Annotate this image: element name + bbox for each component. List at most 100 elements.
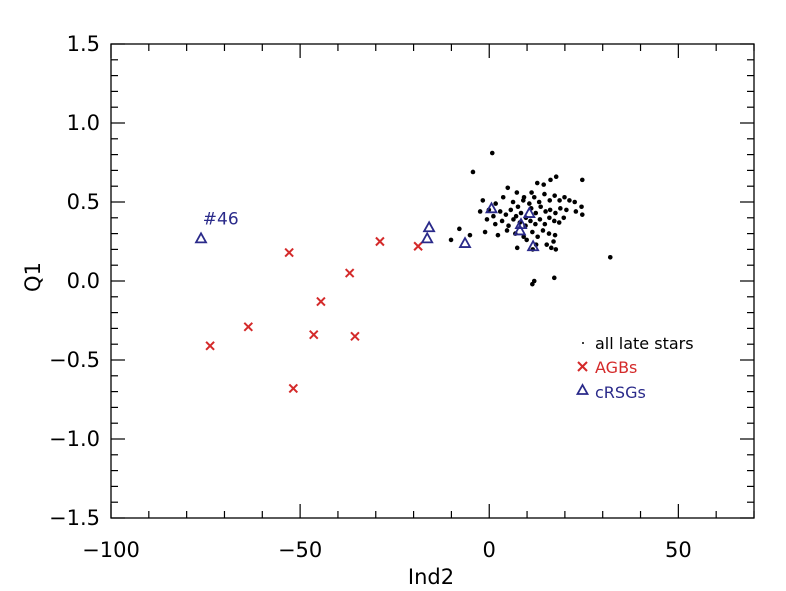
point-agbs: [309, 330, 319, 340]
point-crsgs: [514, 217, 528, 230]
point-all-late-stars: [513, 213, 519, 219]
point-all-late-stars: [457, 226, 462, 232]
point-agbs: [344, 268, 355, 278]
point-all-late-stars: [552, 232, 558, 238]
point-all-late-stars: [548, 177, 553, 183]
point-all-late-stars: [544, 242, 550, 247]
point-all-late-stars: [484, 217, 490, 222]
point-all-late-stars: [561, 215, 567, 221]
point-all-late-stars: [503, 212, 509, 217]
point-all-late-stars: [511, 217, 516, 222]
legend-label-all-late-stars: all late stars: [595, 334, 694, 353]
plot-frame: [110, 43, 755, 519]
point-all-late-stars: [572, 199, 578, 205]
point-all-late-stars: [553, 210, 558, 216]
point-all-late-stars: [543, 209, 548, 214]
point-all-late-stars: [521, 234, 526, 240]
x-tick-label: 0: [483, 538, 496, 562]
point-all-late-stars: [527, 201, 532, 206]
point-all-late-stars: [524, 237, 529, 243]
point-all-late-stars: [497, 209, 503, 214]
point-all-late-stars: [482, 229, 488, 235]
y-axis-label: Q1: [21, 262, 45, 292]
point-all-late-stars: [514, 245, 520, 251]
point-crsgs: [420, 231, 434, 244]
point-all-late-stars: [607, 254, 613, 260]
point-all-late-stars: [547, 198, 553, 203]
x-tick-label: −100: [82, 538, 140, 562]
legend-label-crsgs: cRSGs: [595, 383, 646, 402]
point-crsgs: [522, 206, 536, 218]
point-agbs: [413, 241, 423, 251]
point-crsgs: [526, 239, 540, 252]
point-all-late-stars: [530, 281, 535, 287]
point-all-late-stars: [556, 220, 562, 225]
point-all-late-stars: [499, 218, 505, 224]
point-agbs: [316, 296, 326, 307]
point-crsgs: [194, 231, 208, 244]
point-all-late-stars: [567, 198, 572, 203]
point-all-late-stars: [553, 174, 559, 180]
point-all-late-stars: [508, 207, 514, 213]
x-tick-label: 50: [665, 538, 692, 562]
point-all-late-stars: [564, 207, 569, 213]
point-crsgs: [458, 236, 472, 248]
point-all-late-stars: [535, 234, 540, 240]
point-all-late-stars: [579, 204, 584, 210]
y-tick-label: −0.5: [49, 348, 100, 372]
point-all-late-stars: [530, 229, 535, 235]
y-tick-label: −1.5: [49, 506, 100, 530]
point-agbs: [375, 236, 385, 247]
point-all-late-stars: [551, 275, 557, 281]
point-all-late-stars: [542, 191, 547, 197]
point-all-late-stars: [551, 218, 557, 224]
point-all-late-stars: [538, 204, 543, 210]
point-all-late-stars: [573, 209, 579, 214]
y-tick-label: 1.5: [67, 32, 100, 56]
point-all-late-stars: [548, 245, 554, 251]
y-tick-label: 0.0: [67, 269, 100, 293]
y-tick-label: 0.5: [67, 190, 100, 214]
point-agbs: [350, 331, 360, 342]
legend-marker-all-late-stars: [582, 342, 584, 344]
point-all-late-stars: [533, 221, 538, 227]
point-agbs: [284, 247, 294, 258]
point-all-late-stars: [541, 182, 547, 187]
point-all-late-stars: [510, 199, 516, 205]
point-all-late-stars: [546, 231, 552, 236]
point-all-late-stars: [505, 185, 511, 191]
point-agbs: [288, 383, 299, 394]
point-all-late-stars: [489, 150, 495, 156]
point-all-late-stars: [528, 218, 533, 224]
point-all-late-stars: [547, 215, 552, 221]
point-all-late-stars: [470, 169, 476, 175]
point-all-late-stars: [515, 204, 521, 210]
point-all-late-stars: [542, 221, 548, 227]
point-all-late-stars: [504, 228, 510, 233]
point-agbs: [243, 322, 254, 332]
point-all-late-stars: [562, 194, 567, 200]
axis-ticks: [110, 43, 755, 519]
point-all-late-stars: [518, 210, 524, 216]
point-crsgs: [513, 223, 527, 236]
point-all-late-stars: [552, 193, 557, 198]
point-all-late-stars: [529, 190, 534, 195]
point-all-late-stars: [491, 213, 496, 219]
point-all-late-stars: [558, 206, 563, 211]
annotation-46: #46: [203, 209, 239, 229]
y-tick-label: −1.0: [49, 427, 100, 451]
point-all-late-stars: [467, 232, 473, 238]
point-all-late-stars: [551, 239, 556, 244]
point-all-late-stars: [506, 223, 511, 228]
point-all-late-stars: [534, 180, 540, 186]
point-all-late-stars: [492, 221, 498, 227]
legend-label-agbs: AGBs: [595, 358, 637, 377]
point-all-late-stars: [448, 237, 454, 243]
point-all-late-stars: [547, 207, 553, 213]
point-crsgs: [422, 220, 436, 233]
point-all-late-stars: [579, 177, 585, 183]
x-tick-label: −50: [278, 538, 322, 562]
data-points: [194, 150, 613, 394]
